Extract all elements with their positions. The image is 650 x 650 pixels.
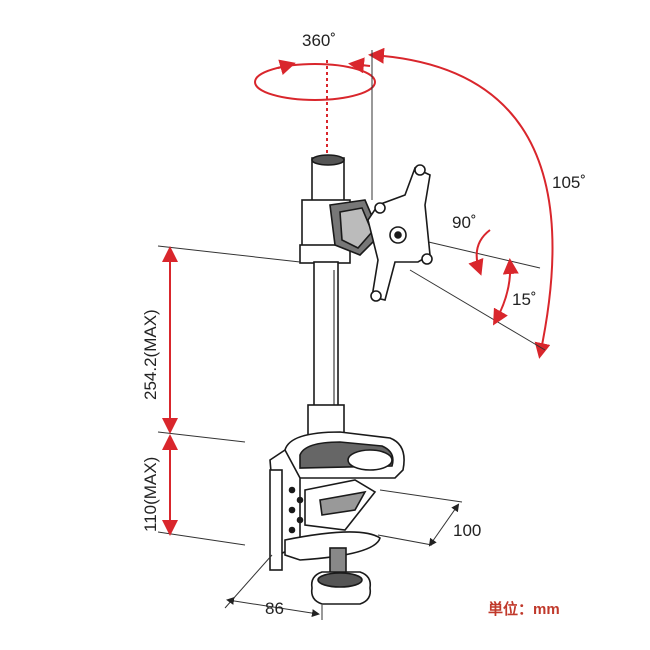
clamp-base: [269, 431, 405, 571]
tilt-total-arc: [368, 47, 554, 359]
pole: [299, 154, 351, 446]
tilt-15-label: 15˚: [512, 290, 537, 309]
tilt-arcs: [419, 229, 541, 326]
vesa-plate: [367, 164, 433, 302]
depth-dimension: [377, 489, 463, 547]
clamp-knob: [310, 547, 372, 605]
tilt-90-label: 90˚: [452, 213, 477, 232]
width-dimension: [224, 554, 323, 620]
height-arm-label: 254.2(MAX): [141, 309, 160, 400]
tilt-joint: [329, 199, 381, 256]
height-dimensions: [157, 245, 301, 546]
rotation-label: 360˚: [302, 31, 336, 50]
depth-label: 100: [453, 521, 481, 540]
unit-label: 単位：mm: [488, 600, 560, 618]
rotation-indicator: [254, 57, 376, 155]
tilt-total-label: 105˚: [552, 173, 586, 192]
height-clamp-label: 110(MAX): [141, 457, 160, 532]
width-label: 86: [265, 599, 284, 618]
